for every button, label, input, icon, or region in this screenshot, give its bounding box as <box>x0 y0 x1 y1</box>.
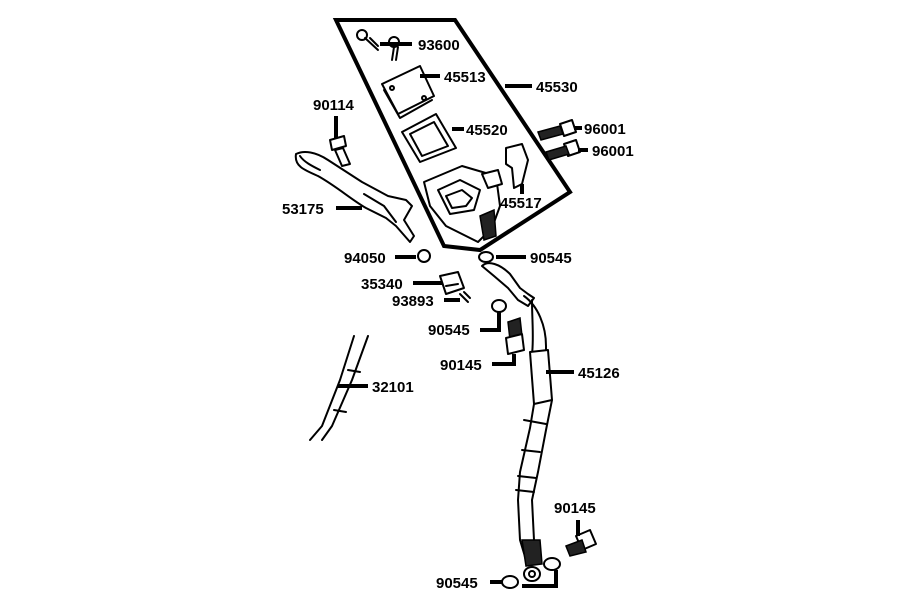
label-45520: 45520 <box>466 122 508 139</box>
label-32101: 32101 <box>372 379 414 396</box>
label-45513: 45513 <box>444 69 486 86</box>
diaphragm-part-45520 <box>401 113 457 163</box>
label-94050: 94050 <box>344 250 386 267</box>
label-53175: 53175 <box>282 201 324 218</box>
nut-part-94050 <box>417 249 431 263</box>
lever-part-53175 <box>294 151 415 243</box>
label-90145-a: 90145 <box>440 357 482 374</box>
label-90545-b: 90545 <box>428 322 470 339</box>
label-45126: 45126 <box>578 365 620 382</box>
leader-lines <box>334 42 588 588</box>
master-cylinder-body <box>423 165 503 243</box>
cover-part-45513 <box>381 65 435 119</box>
bolt-part-90114 <box>329 135 351 167</box>
label-90114: 90114 <box>313 97 355 114</box>
washer-part-90545-b <box>491 299 507 313</box>
bolt-part-96001-a <box>537 119 577 141</box>
label-96001-a: 96001 <box>584 121 626 138</box>
banjo-bolt-part-90145-b <box>565 529 597 557</box>
label-90545-c: 90545 <box>436 575 478 592</box>
label-93600: 93600 <box>418 37 460 54</box>
screw-part-93893 <box>459 291 471 303</box>
switch-part-35340 <box>439 271 465 295</box>
banjo-bolt-part-90145-a <box>505 316 525 355</box>
label-90145-b: 90145 <box>554 500 596 517</box>
clamp-part-45517 <box>505 143 529 189</box>
label-90545-a: 90545 <box>530 250 572 267</box>
washer-part-90545-a <box>478 251 494 263</box>
assembly-outline <box>332 18 573 253</box>
label-45530: 45530 <box>536 79 578 96</box>
label-35340: 35340 <box>361 276 403 293</box>
cable-part-32101 <box>309 335 369 441</box>
label-96001-b: 96001 <box>592 143 634 160</box>
label-93893: 93893 <box>392 293 434 310</box>
label-45517: 45517 <box>500 195 542 212</box>
bolt-part-96001-b <box>545 139 581 161</box>
brake-hose-part-45126 <box>481 262 553 582</box>
